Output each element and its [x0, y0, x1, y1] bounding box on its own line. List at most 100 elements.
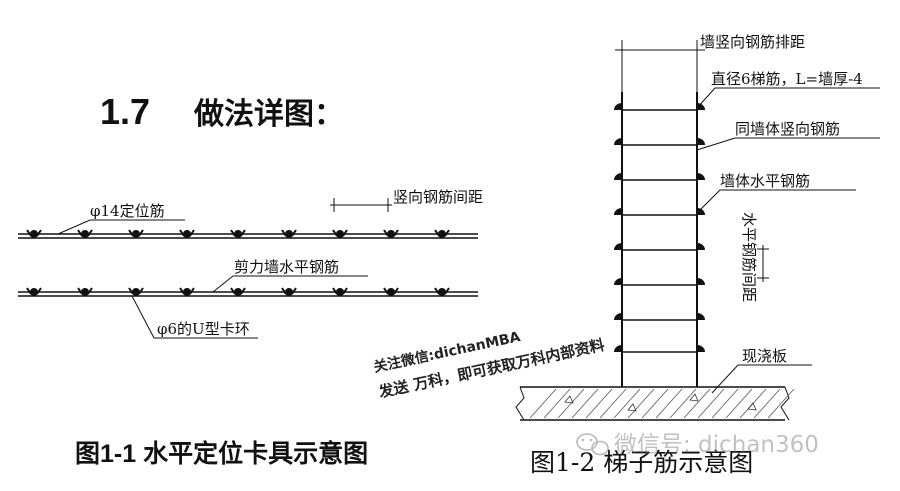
top-bar-nodes	[26, 229, 450, 238]
rebar-dot-right	[697, 243, 705, 250]
figure2-caption: 图1-2 梯子筋示意图	[530, 448, 753, 477]
slab-break-left	[515, 386, 525, 421]
rebar-dot-right	[697, 103, 705, 110]
leader-wall-horizontal	[699, 189, 856, 211]
rebar-dot-left	[614, 138, 622, 145]
hatch-line	[557, 388, 585, 419]
hatch-line	[711, 388, 739, 419]
hatch-line	[529, 388, 557, 419]
label-wall-horizontal: 墙体水平钢筋	[720, 172, 810, 190]
rebar-node-clip	[434, 229, 450, 237]
leader-cast-slab	[711, 364, 812, 394]
figure1-caption: 图1-1 水平定位卡具示意图	[75, 439, 368, 468]
rebar-node	[81, 230, 89, 238]
rebar-node-clip	[230, 287, 246, 295]
rebar-node-clip	[434, 287, 450, 295]
rebar-node-clip	[77, 287, 93, 295]
aggregate-mark	[747, 402, 757, 411]
rebar-dot-right	[697, 345, 705, 352]
rebar-node	[183, 288, 191, 296]
hatch-line	[627, 388, 655, 419]
rebar-node-clip	[179, 229, 195, 237]
hatch-line	[585, 388, 613, 419]
hatch-line	[655, 388, 683, 419]
hatch-line	[683, 388, 711, 419]
rebar-dot-right	[697, 173, 705, 180]
hatch-line	[543, 388, 571, 419]
section-title: 做法详图：	[193, 98, 344, 131]
rebar-dot-left	[614, 208, 622, 215]
rebar-node	[438, 230, 446, 238]
rebar-node	[183, 230, 191, 238]
watermark-corner-text: 微信号: dichan360	[614, 432, 819, 458]
rebar-node	[336, 288, 344, 296]
rebar-node	[234, 230, 242, 238]
label-u-clip: φ6的U型卡环	[157, 320, 250, 338]
leader-u-clip	[131, 295, 258, 339]
rebar-dot-right	[697, 313, 705, 320]
rebar-node	[30, 288, 38, 296]
rebar-node	[234, 288, 242, 296]
label-vertical-spacing: 竖向钢筋间距	[393, 188, 483, 206]
hatch-line	[767, 388, 795, 419]
figure1-drawing: 竖向钢筋间距 φ14定位筋 剪力墙水平钢筋 φ6的U型卡环	[18, 188, 483, 339]
hatch-line	[697, 388, 725, 419]
rebar-node-clip	[77, 229, 93, 237]
label-shear-wall-horizontal: 剪力墙水平钢筋	[234, 258, 339, 276]
rebar-node-clip	[281, 287, 297, 295]
rebar-node-clip	[128, 229, 144, 237]
slab-break-right	[780, 386, 790, 421]
label-ladder-bar: 直径6梯筋，L=墙厚-4	[711, 70, 863, 88]
label-cast-slab: 现浇板	[742, 347, 787, 365]
rebar-node-clip	[26, 229, 42, 237]
rebar-node-clip	[332, 287, 348, 295]
label-horizontal-spacing: 水平钢筋间距	[740, 212, 758, 302]
rebar-node-clip	[128, 287, 144, 295]
hatch-line	[613, 388, 641, 419]
rebar-node-clip	[332, 229, 348, 237]
leader-shear-wall	[212, 275, 368, 293]
section-number: 1.7	[100, 91, 150, 132]
rebar-node	[132, 230, 140, 238]
rebar-dot-right	[697, 278, 705, 285]
rebar-dot-left	[614, 278, 622, 285]
rebar-node	[285, 288, 293, 296]
wechat-icon	[576, 433, 609, 456]
label-wall-vertical: 同墙体竖向钢筋	[735, 120, 840, 138]
rebar-node	[336, 230, 344, 238]
rebar-dot-left	[614, 313, 622, 320]
rebar-node-clip	[281, 229, 297, 237]
label-positioning-bar: φ14定位筋	[90, 202, 165, 220]
rebar-node-clip	[179, 287, 195, 295]
rebar-node	[438, 288, 446, 296]
rebar-dot-right	[697, 138, 705, 145]
rebar-dot-left	[614, 103, 622, 110]
figure2-drawing: 墙竖向钢筋排距 水平钢筋间距 直径6梯筋，L=墙厚-4 同墙体竖向钢筋 墙体水平…	[515, 33, 880, 421]
rebar-node-clip	[26, 287, 42, 295]
watermark-block: 关注微信:dichanMBA 发送 万科，即可获取万科内部资料	[372, 328, 606, 401]
slab-hatch	[529, 388, 795, 419]
hatch-line	[571, 388, 599, 419]
leader-wall-vertical	[696, 137, 880, 151]
rebar-dot-left	[614, 345, 622, 352]
rebar-dot-right	[697, 208, 705, 215]
hatch-line	[641, 388, 669, 419]
ladder-rungs	[614, 103, 705, 353]
rebar-node-clip	[383, 287, 399, 295]
aggregate-mark	[627, 403, 637, 412]
leader-positioning-bar	[57, 219, 185, 235]
label-row-spacing: 墙竖向钢筋排距	[700, 33, 805, 51]
rebar-node	[387, 288, 395, 296]
hatch-line	[753, 388, 781, 419]
rebar-node	[285, 230, 293, 238]
hatch-line	[669, 388, 697, 419]
rebar-node	[81, 288, 89, 296]
rebar-node	[30, 230, 38, 238]
rebar-dot-left	[614, 243, 622, 250]
rebar-node	[387, 230, 395, 238]
rebar-node-clip	[383, 229, 399, 237]
rebar-node	[132, 288, 140, 296]
watermark-corner: 微信号: dichan360	[576, 432, 819, 458]
